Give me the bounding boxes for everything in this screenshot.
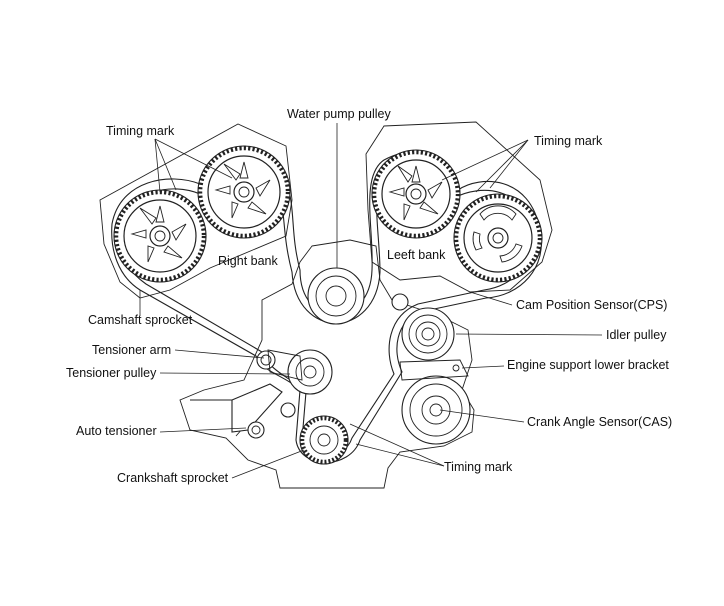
idler-pulley-label: Idler pulley bbox=[606, 328, 667, 342]
cam-position-sensor-label: Cam Position Sensor(CPS) bbox=[516, 298, 668, 312]
auto-tensioner-label: Auto tensioner bbox=[76, 424, 157, 438]
cps-sprocket bbox=[453, 193, 543, 283]
crankshaft-sprocket-label: Crankshaft sprocket bbox=[117, 471, 229, 485]
leader-lines bbox=[139, 123, 603, 479]
timing-mark-right-label: Timing mark bbox=[534, 134, 603, 148]
engine-support-lower-bracket-label: Engine support lower bracket bbox=[507, 358, 669, 372]
camshaft-sprocket-left-bank bbox=[371, 149, 461, 239]
right-bank-label: Right bank bbox=[218, 254, 278, 268]
tensioner-pulley-label: Tensioner pulley bbox=[66, 366, 157, 380]
water-pump-pulley-label: Water pump pulley bbox=[287, 107, 391, 121]
camshaft-sprocket-left bbox=[113, 189, 207, 283]
crank-angle-sensor-label: Crank Angle Sensor(CAS) bbox=[527, 415, 673, 429]
left-belt-cover bbox=[99, 123, 293, 299]
crankshaft-sprocket bbox=[299, 415, 349, 465]
left-bank-label: Leeft bank bbox=[387, 248, 446, 262]
tensioner-pulley bbox=[287, 349, 333, 395]
camshaft-sprocket-right-bank bbox=[197, 145, 291, 239]
engine-support-lower-bracket bbox=[391, 293, 469, 381]
idler-pulley bbox=[401, 307, 455, 361]
timing-mark-bottom-label: Timing mark bbox=[444, 460, 513, 474]
auto-tensioner bbox=[231, 383, 296, 439]
timing-mark-left-label: Timing mark bbox=[106, 124, 175, 138]
tensioner-arm-label: Tensioner arm bbox=[92, 343, 172, 357]
tensioner-arm bbox=[256, 349, 303, 381]
water-pump-pulley bbox=[307, 267, 365, 325]
camshaft-sprocket-label: Camshaft sprocket bbox=[88, 313, 193, 327]
crank-angle-sensor-pulley bbox=[401, 375, 471, 445]
